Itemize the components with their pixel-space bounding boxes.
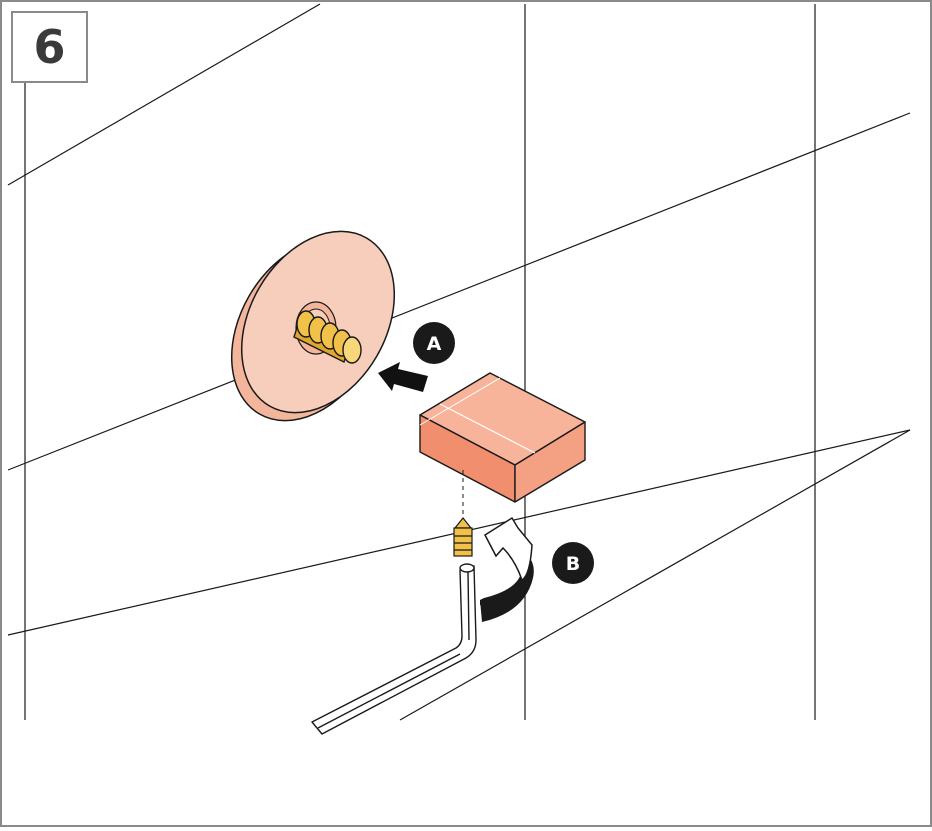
wall-tile-grid (7, 3, 911, 721)
handle-block (419, 372, 586, 503)
step-number-box: 6 (11, 11, 88, 83)
callout-b-badge: B (552, 542, 594, 584)
threaded-spindle (293, 310, 362, 364)
set-screw-icon (453, 517, 473, 557)
rotate-arrow-icon (480, 516, 534, 622)
callout-a-badge: A (413, 322, 455, 364)
allen-key-icon (311, 563, 477, 735)
push-arrow-icon (378, 362, 428, 392)
callout-b-label: B (566, 553, 580, 575)
callout-a-label: A (427, 333, 442, 355)
step-number: 6 (33, 20, 66, 74)
